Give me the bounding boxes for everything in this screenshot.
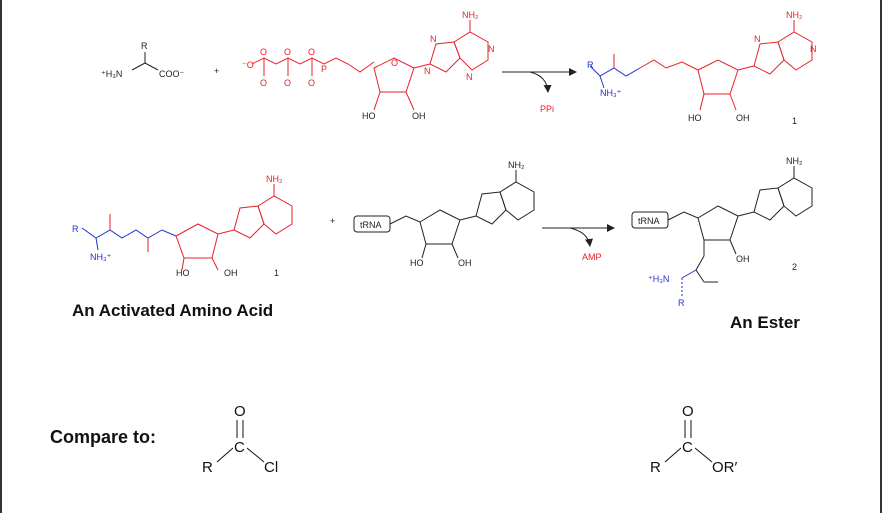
atom-label: N — [466, 72, 473, 82]
atp-ho-label: HO — [362, 111, 376, 121]
acyl-chloride: O C R Cl — [202, 403, 278, 476]
atom-label: ⁻O — [242, 60, 254, 70]
plus-sign-2: + — [330, 216, 335, 226]
atom-label: O — [682, 403, 694, 420]
ester-structure: O C R OR′ — [650, 403, 738, 476]
atom-label: N — [810, 44, 817, 54]
trna-molecule: tRNA HO OH NH₂ — [353, 160, 535, 268]
caption-ester: An Ester — [730, 313, 800, 332]
atom-label: O — [391, 58, 398, 68]
product2-number: 2 — [792, 262, 797, 272]
byproduct-amp: AMP — [582, 252, 602, 262]
atom-label: HO — [688, 113, 702, 123]
atom-label: R — [587, 60, 594, 70]
trna-nh2-label: NH₂ — [508, 160, 525, 170]
atom-label: R — [650, 459, 661, 476]
amino-acid: R ⁺H₃N COO⁻ — [101, 41, 185, 79]
aminoacyl-trna-product: tRNA OH NH₂ ⁺H₃N R 2 — [631, 156, 813, 308]
product2-amine-label: ⁺H₃N — [648, 274, 669, 284]
atom-label: R — [202, 459, 213, 476]
atom-label: N — [430, 34, 437, 44]
caption-activated-amino-acid: An Activated Amino Acid — [72, 301, 273, 320]
atom-label: P — [321, 64, 327, 74]
atom-label: OH — [458, 258, 472, 268]
trna-label: tRNA — [360, 220, 382, 230]
aminoacyl-amp-product: R NH₃⁺ HO OH NH₂ N N 1 — [587, 10, 817, 126]
product2-nh2-label: NH₂ — [786, 156, 803, 166]
reaction-arrow-1: PPi — [502, 68, 577, 114]
product2-trna-label: tRNA — [638, 216, 660, 226]
product1-number: 1 — [792, 116, 797, 126]
atom-label: O — [308, 78, 315, 88]
atom-label: OH — [224, 268, 238, 278]
atom-label: C — [682, 439, 693, 456]
atom-label: O — [234, 403, 246, 420]
atom-label: OR′ — [712, 459, 738, 476]
reactant-number: 1 — [274, 268, 279, 278]
aa-r-label: R — [141, 41, 148, 51]
atp-molecule: ⁻O O O O O O O P O HO OH NH₂ N N N N — [242, 10, 495, 121]
atom-label: O — [260, 78, 267, 88]
activated-amino-acid-molecule: R NH₃⁺ HO OH NH₂ 1 — [72, 174, 293, 278]
atom-label: N — [488, 44, 495, 54]
atom-label: Cl — [264, 459, 278, 476]
atom-label: N — [424, 66, 431, 76]
atom-label: O — [284, 78, 291, 88]
aa-amine-label: ⁺H₃N — [101, 69, 122, 79]
atp-nh2-label: NH₂ — [462, 10, 479, 20]
product1-nh2-label: NH₂ — [786, 10, 803, 20]
reactant-nh2-label: NH₂ — [266, 174, 283, 184]
reaction-arrow-2: AMP — [542, 224, 615, 262]
atom-label: HO — [176, 268, 190, 278]
atom-label: C — [234, 439, 245, 456]
byproduct-ppi: PPi — [540, 104, 554, 114]
product1-nh3-label: NH₃⁺ — [600, 88, 622, 98]
atom-label: OH — [736, 254, 750, 264]
atom-label: N — [754, 34, 761, 44]
atom-label: O — [284, 47, 291, 57]
atom-label: O — [308, 47, 315, 57]
atom-label: OH — [736, 113, 750, 123]
atom-label: O — [260, 47, 267, 57]
atom-label: R — [72, 224, 79, 234]
plus-sign-1: + — [214, 66, 219, 76]
atom-label: R — [678, 298, 685, 308]
aa-carboxylate-label: COO⁻ — [159, 69, 185, 79]
atp-oh-label: OH — [412, 111, 426, 121]
compare-label: Compare to: — [50, 427, 156, 447]
atom-label: HO — [410, 258, 424, 268]
reactant-nh3-label: NH₃⁺ — [90, 252, 112, 262]
